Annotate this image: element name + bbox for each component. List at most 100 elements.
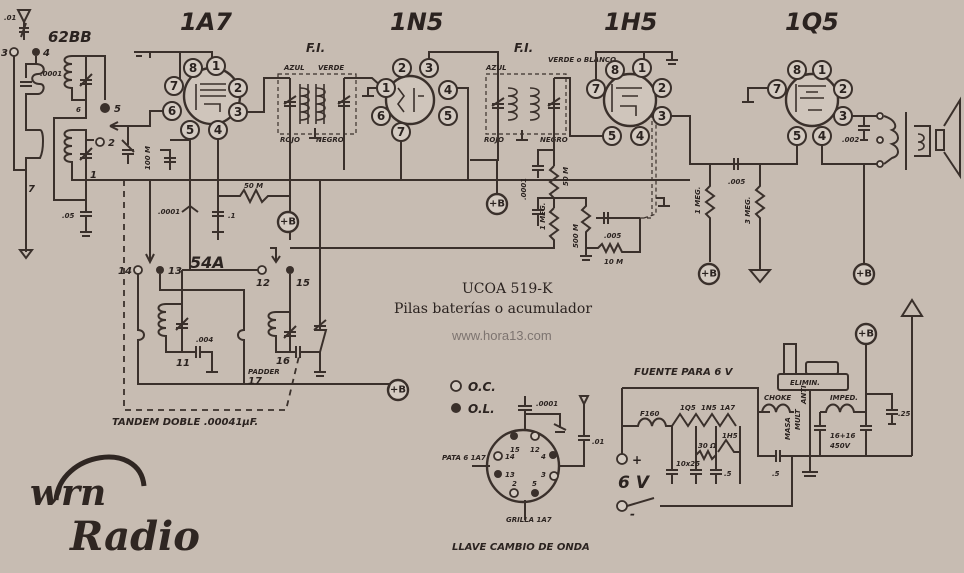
antenna-icon	[16, 9, 32, 40]
pin-2: 2	[234, 81, 242, 95]
terminal-label: 2	[108, 138, 115, 149]
svg-text:ELIMIN.: ELIMIN.	[790, 379, 820, 387]
radio-logo: wrn Radio	[30, 454, 200, 560]
watermark: www.hora13.com	[451, 328, 552, 343]
pin-5: 5	[444, 109, 452, 123]
svg-text:+B: +B	[858, 329, 874, 340]
svg-text:3: 3	[541, 471, 546, 479]
speaker-icon	[914, 96, 961, 180]
plus-b-terminal: +B	[386, 378, 410, 402]
resistor-label: 3 MEG.	[744, 197, 752, 224]
antenna-cap-label: .01	[4, 14, 17, 22]
svg-text:AZUL: AZUL	[283, 64, 305, 72]
wave-switch-title: LLAVE CAMBIO DE ONDA	[452, 542, 590, 553]
tube-label-1q5: 1Q5	[785, 8, 839, 36]
svg-text:1A7: 1A7	[720, 404, 735, 412]
svg-text:10x25: 10x25	[676, 460, 700, 468]
svg-text:.01: .01	[592, 438, 605, 446]
plus-b-terminal: +B	[276, 210, 300, 234]
svg-text:NEGRO: NEGRO	[316, 136, 344, 144]
terminal-label: 7	[28, 184, 35, 195]
terminal-label: 3	[1, 48, 8, 59]
resistor-label: 100 M	[144, 146, 152, 170]
svg-text:1Q5: 1Q5	[680, 404, 696, 412]
resistor-label: 50 M	[562, 167, 570, 186]
svg-text:.5: .5	[724, 470, 732, 478]
pin-6: 6	[168, 104, 176, 118]
padder-label: PADDER	[248, 368, 280, 376]
terminal-label: 16	[276, 356, 290, 367]
svg-text:MULT: MULT	[794, 408, 802, 430]
tube-label-1a7: 1A7	[180, 8, 232, 36]
model-title: UCOA 519-K	[462, 281, 553, 297]
plus-b-terminal: +B	[697, 262, 721, 286]
coil-label-62bb: 62BB	[48, 28, 92, 46]
svg-text:+B: +B	[390, 385, 406, 396]
pin-1: 1	[382, 81, 390, 95]
pin-8: 8	[611, 63, 619, 77]
svg-text:F.I.: F.I.	[514, 41, 533, 55]
svg-text:30 Ω: 30 Ω	[698, 442, 716, 450]
pin-7: 7	[592, 82, 600, 96]
svg-text:1H5: 1H5	[722, 432, 738, 440]
terminal-label: 6	[76, 106, 81, 114]
pin-8: 8	[189, 61, 197, 75]
svg-text:16+16: 16+16	[830, 432, 855, 440]
pin-3: 3	[658, 109, 666, 123]
plus-b-terminal: +B	[485, 192, 509, 216]
svg-text:+: +	[632, 453, 642, 467]
svg-text:Radio: Radio	[69, 513, 200, 560]
resistor-label: 50 M	[244, 182, 263, 190]
pin-2: 2	[658, 81, 666, 95]
svg-text:ANTI: ANTI	[800, 385, 808, 405]
tube-label-1h5: 1H5	[604, 8, 657, 36]
pin-2: 2	[839, 82, 847, 96]
pin-3: 3	[425, 61, 433, 75]
svg-text:+B: +B	[489, 199, 505, 210]
svg-text:F160: F160	[640, 410, 660, 418]
pin-4: 4	[818, 129, 826, 143]
pin-4: 4	[636, 129, 644, 143]
pin-1: 1	[212, 59, 220, 73]
terminal-label: 1	[90, 170, 97, 181]
tube-1h5: 8 1 7 2 3 5 4	[586, 51, 678, 146]
pin-8: 8	[793, 63, 801, 77]
resistor-label: 1 MEG.	[694, 187, 702, 214]
pin-5: 5	[186, 123, 194, 137]
pin-7: 7	[773, 82, 781, 96]
wave-switch-legend: O.C. O.L.	[450, 380, 496, 416]
svg-text:.25: .25	[898, 410, 911, 418]
svg-text:450V: 450V	[830, 442, 851, 450]
cap-label: .05	[62, 212, 75, 220]
resistor-label: 10 M	[604, 258, 623, 266]
terminal-4	[32, 48, 40, 56]
svg-text:ROJO: ROJO	[484, 136, 504, 144]
terminal-label: 17	[248, 376, 262, 387]
svg-text:5: 5	[532, 480, 537, 488]
cap-label: .0001	[520, 178, 528, 200]
svg-text:IMPED.: IMPED.	[830, 394, 858, 402]
svg-text:+B: +B	[701, 269, 717, 280]
svg-text:+B: +B	[280, 217, 296, 228]
terminal-label: 4	[42, 48, 50, 59]
svg-text:13: 13	[505, 471, 515, 479]
tube-1a7: 8 1 7 2 6 3 5 4	[134, 51, 248, 140]
wave-switch: .0001 .01 15 12 14 4 13 3 2 5 PATA 6 1A7…	[442, 395, 605, 524]
cap-label: .1	[228, 212, 236, 220]
pin-3: 3	[839, 109, 847, 123]
pin-3: 3	[234, 105, 242, 119]
terminal-3	[9, 47, 19, 57]
svg-text:wrn: wrn	[30, 472, 106, 514]
tube-1q5: 8 1 7 2 3 5 4	[742, 60, 853, 146]
svg-text:15: 15	[510, 446, 520, 454]
terminal-label: 14	[118, 266, 132, 277]
resistor-label: 500 M	[572, 224, 580, 248]
terminal-label: 5	[114, 104, 121, 115]
svg-text:.5: .5	[772, 470, 780, 478]
svg-text:-: -	[630, 507, 635, 521]
svg-text:2: 2	[512, 480, 517, 488]
svg-text:+B: +B	[856, 269, 872, 280]
cap-label: .004	[196, 336, 213, 344]
svg-text:VERDE o BLANCO: VERDE o BLANCO	[548, 56, 616, 64]
